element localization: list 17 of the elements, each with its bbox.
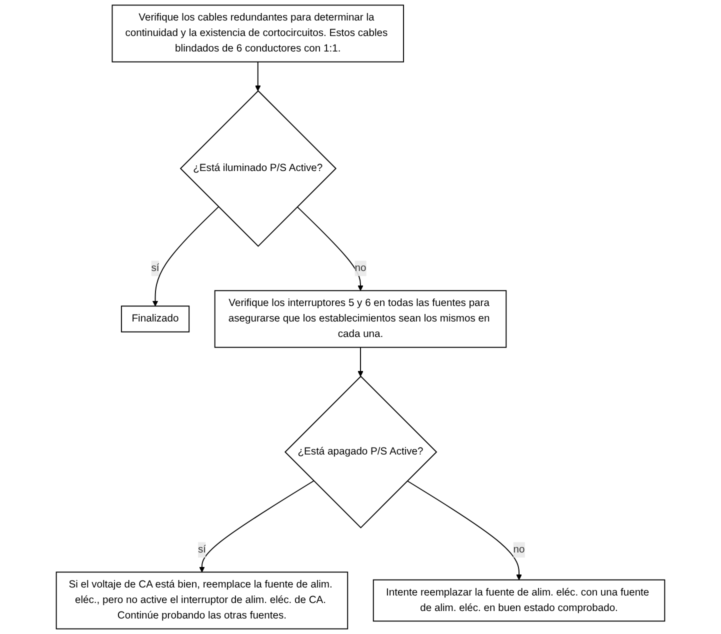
node-box: Verifique los interruptores 5 y 6 en todas las fuentes para asegurarse que los establecimientos sean los mismos en cada una. <box>214 290 507 348</box>
arrow <box>406 480 522 580</box>
node-diamond: ¿Está iluminado P/S Active? <box>180 90 337 247</box>
node-box: Intente reemplazar la fuente de alim. eléc. con una fuente de alim. eléc. en buen estado comprobado. <box>372 579 666 622</box>
edge-label: no <box>513 544 525 556</box>
node-box: Si el voltaje de CA está bien, reemplace la fuente de alim. eléc., pero no active el interruptor de alim. eléc. de CA. Continúe probando las otras fuentes. <box>56 572 348 630</box>
node-diamond: ¿Está apagado P/S Active? <box>284 376 438 528</box>
edge-label: sí <box>198 544 206 556</box>
edge-label: sí <box>151 262 160 274</box>
edge-label: no <box>354 262 366 274</box>
node-box: Finalizado <box>120 306 190 332</box>
arrow <box>255 61 261 92</box>
arrow <box>296 206 364 291</box>
node-box: Verifique los cables redundantes para determinar la continuidad y la existencia de cortocircuitos. Estos cables blindados de 6 conductores con 1:1. <box>112 4 404 62</box>
arrow <box>358 346 364 377</box>
arrow <box>199 480 314 572</box>
arrow <box>152 206 220 306</box>
